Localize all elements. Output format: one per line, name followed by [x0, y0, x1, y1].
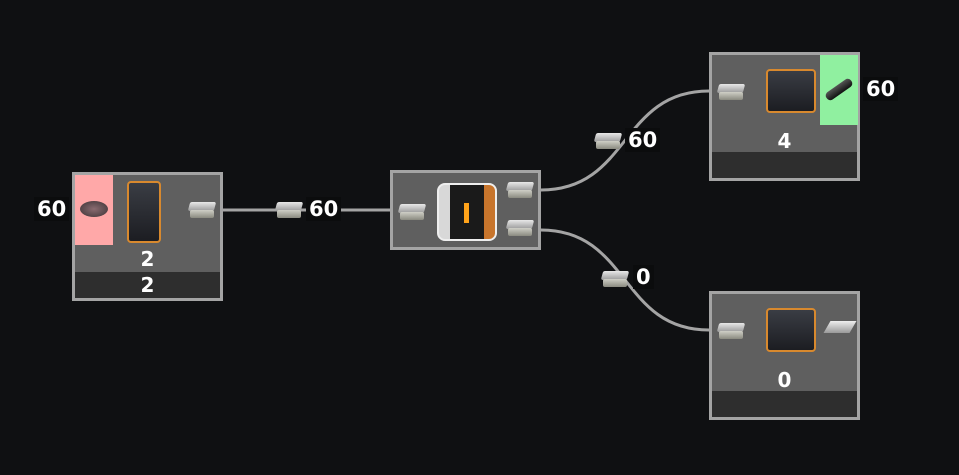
iron-ingot-icon: [187, 199, 217, 219]
iron-ingot-icon: [716, 81, 746, 101]
node-footer: 2: [75, 272, 220, 298]
output-rate: 60: [863, 77, 899, 101]
machine-count: 4: [777, 129, 792, 153]
edge-item-iron-ingot-icon: [274, 199, 304, 219]
edge-item-iron-ingot-icon: [593, 130, 623, 150]
edge-item-iron-ingot-icon: [600, 268, 630, 288]
constructor-icon: [766, 69, 816, 113]
iron-ingot-icon: [397, 201, 427, 221]
iron-ingot-icon: [505, 217, 535, 237]
edge-rate: 60: [625, 128, 661, 152]
machine-count: 0: [777, 368, 792, 392]
splitter-light: [464, 203, 469, 223]
node-footer: [712, 391, 857, 417]
splitter-icon: [437, 183, 497, 241]
output-highlight: [820, 55, 858, 125]
smelter-input-rate: 60: [34, 197, 70, 221]
iron-ingot-icon: [716, 320, 746, 340]
node-footer: [712, 152, 857, 178]
constructor-plate-node[interactable]: 0: [709, 291, 860, 420]
machine-count: 2: [140, 247, 155, 271]
smelter-icon: [127, 181, 161, 243]
edge-rate: 0: [633, 265, 654, 289]
splitter-node[interactable]: [390, 170, 541, 250]
edge-rate: 60: [306, 197, 342, 221]
iron-ingot-icon: [505, 179, 535, 199]
input-highlight: [75, 175, 113, 245]
iron-plate-icon: [823, 321, 857, 333]
smelter-node[interactable]: 2 2: [72, 172, 223, 301]
iron-ore-icon: [80, 201, 108, 217]
iron-rod-icon: [824, 77, 854, 102]
constructor-rod-node[interactable]: 4: [709, 52, 860, 181]
constructor-icon: [766, 308, 816, 352]
